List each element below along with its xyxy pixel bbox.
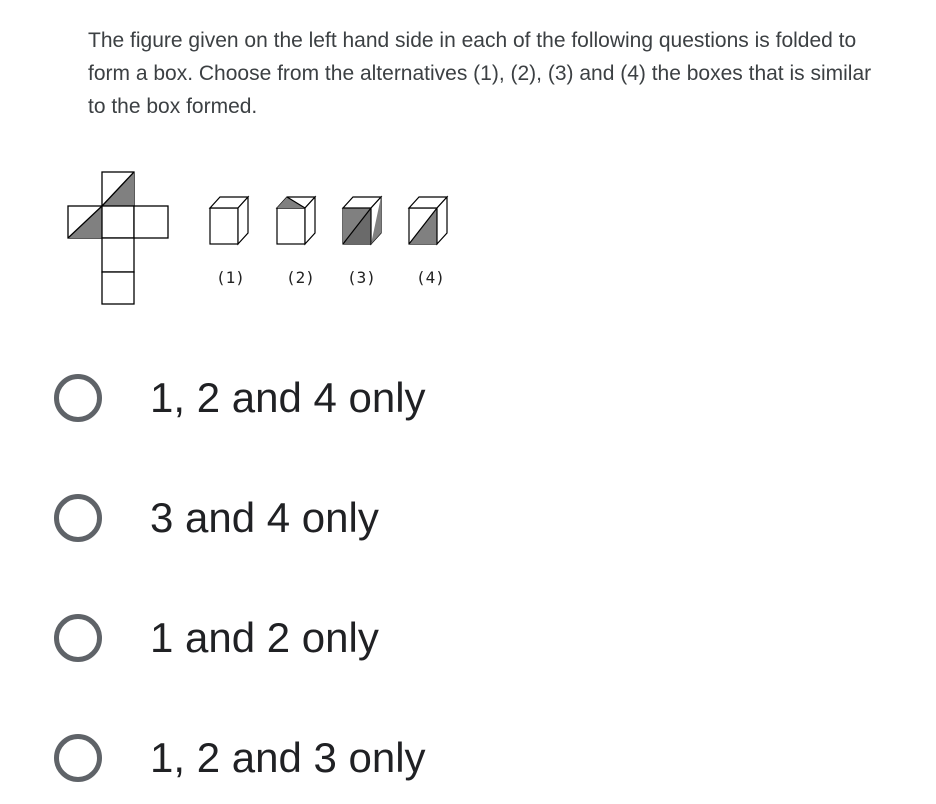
answer-option-4[interactable]: 1, 2 and 3 only — [54, 728, 654, 788]
answer-option-1[interactable]: 1, 2 and 4 only — [54, 368, 654, 428]
radio-button-icon[interactable] — [54, 614, 102, 662]
cube-2-front — [276, 207, 306, 245]
answer-option-label: 3 and 4 only — [150, 494, 379, 541]
answer-option-label: 1, 2 and 4 only — [150, 374, 426, 421]
answer-option-label: 1, 2 and 3 only — [150, 734, 426, 781]
box-label-1: (1) — [216, 268, 245, 287]
answer-option-2[interactable]: 3 and 4 only — [54, 488, 654, 548]
radio-button-icon[interactable] — [54, 494, 102, 542]
net-diagram — [67, 171, 169, 305]
box-label-4: (4) — [416, 268, 445, 287]
net-face-left-diagonal — [67, 205, 103, 239]
answer-option-label: 1 and 2 only — [150, 614, 379, 661]
question-figure: (1) (2) (3) (4) — [60, 160, 480, 320]
cube-option-3 — [341, 195, 383, 246]
net-face-center — [101, 205, 135, 239]
cube-4-front-diagonal — [408, 207, 438, 245]
radio-button-icon[interactable] — [54, 374, 102, 422]
cube-option-1 — [208, 195, 250, 246]
cube-1-side — [237, 195, 249, 246]
cube-4-side — [436, 195, 448, 246]
cube-1-front — [209, 207, 239, 245]
box-label-3: (3) — [347, 268, 376, 287]
net-face-top-diagonal — [101, 171, 135, 207]
cube-3-side-shade — [371, 197, 381, 244]
net-face-right — [133, 205, 169, 239]
box-figure-svg — [67, 171, 449, 305]
answer-option-3[interactable]: 1 and 2 only — [54, 608, 654, 668]
net-face-base — [101, 271, 135, 305]
cube-2-top-diagonal — [286, 196, 306, 209]
cube-option-4 — [407, 195, 449, 246]
box-label-2: (2) — [286, 268, 315, 287]
cube-option-2 — [275, 195, 317, 246]
net-face-bottom — [101, 237, 135, 273]
cube-3-front-diagonal — [342, 207, 372, 245]
cube-2-top-shade — [277, 197, 305, 208]
cube-2-side — [304, 195, 316, 246]
question-text: The figure given on the left hand side i… — [88, 29, 872, 118]
radio-button-icon[interactable] — [54, 734, 102, 782]
